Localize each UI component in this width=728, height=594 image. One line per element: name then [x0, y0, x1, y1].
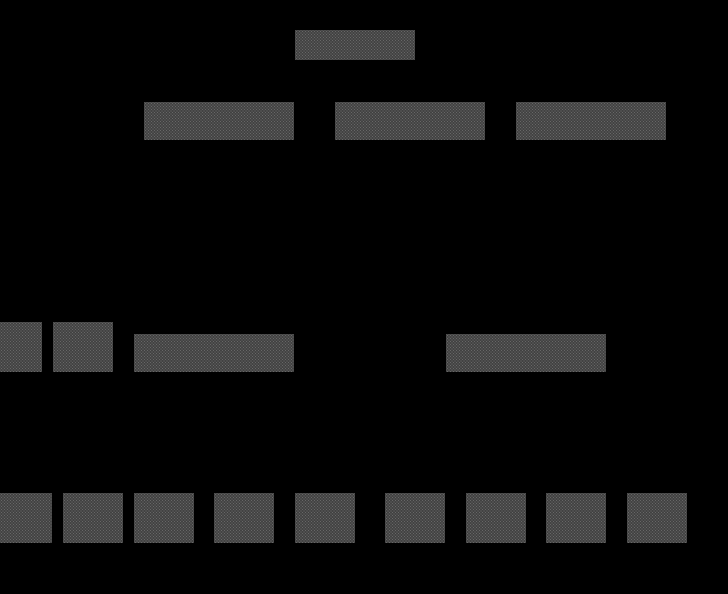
level2-node-1	[134, 334, 294, 372]
leaf-node-1	[0, 493, 52, 543]
leaf-node-9	[627, 493, 687, 543]
leaf-node-8	[546, 493, 606, 543]
leaf-node-7	[466, 493, 526, 543]
level1-node-3	[516, 102, 666, 140]
leaf-node-4	[214, 493, 274, 543]
level2-node-2	[446, 334, 606, 372]
level1-node-2	[335, 102, 485, 140]
root-node	[295, 30, 415, 60]
level2-small-node-1	[0, 322, 42, 372]
leaf-node-5	[295, 493, 355, 543]
leaf-node-6	[385, 493, 445, 543]
level1-node-1	[144, 102, 294, 140]
leaf-node-3	[134, 493, 194, 543]
level2-small-node-2	[53, 322, 113, 372]
leaf-node-2	[63, 493, 123, 543]
